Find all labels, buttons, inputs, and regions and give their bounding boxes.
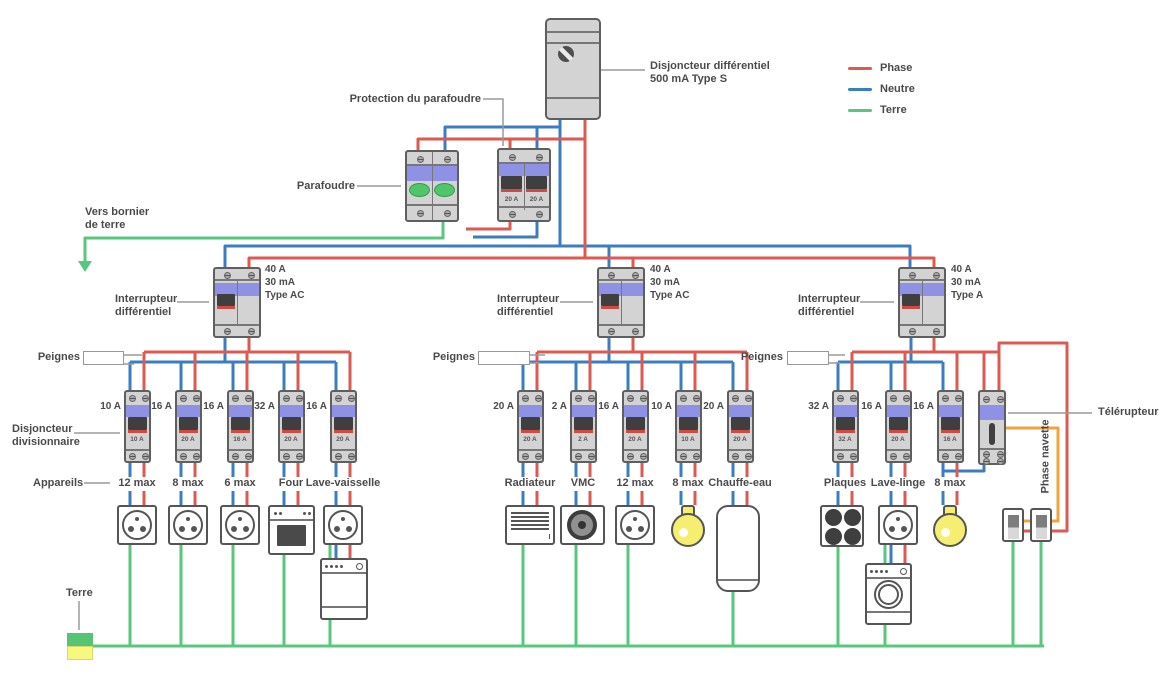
navette-wire bbox=[1006, 426, 1060, 523]
terre-wires bbox=[83, 222, 1044, 648]
phase-wires bbox=[142, 120, 1069, 563]
neutre-wires bbox=[128, 120, 986, 563]
connector-lines bbox=[74, 69, 1092, 630]
earth-arrow bbox=[78, 261, 92, 272]
